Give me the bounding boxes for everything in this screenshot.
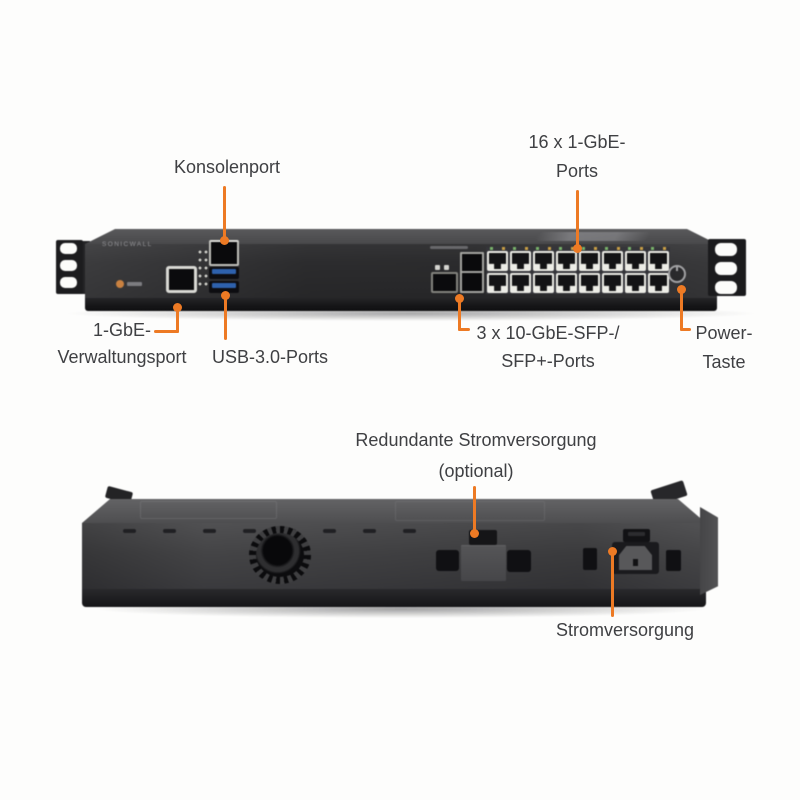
vent-dash bbox=[363, 529, 376, 533]
ear-hole bbox=[60, 260, 77, 271]
power-inlet-c14 bbox=[612, 542, 659, 574]
callout-line-power-v bbox=[680, 290, 683, 331]
callout-line-mgmt-h bbox=[154, 330, 179, 333]
ear-hole bbox=[715, 243, 737, 256]
callout-line-mgmt-v bbox=[176, 307, 179, 333]
callout-label-redundant-line1: Redundante Stromversorgung bbox=[355, 430, 597, 450]
callout-dot-psu bbox=[608, 547, 617, 556]
callout-dot-redundant bbox=[470, 529, 479, 538]
cooling-fan bbox=[249, 526, 311, 584]
gbe-port bbox=[487, 251, 508, 271]
callout-line-usb bbox=[224, 296, 227, 340]
gbe-port bbox=[556, 273, 577, 293]
vent-dash bbox=[203, 529, 216, 533]
callout-line-16x1gbe bbox=[576, 190, 579, 250]
psu-bay-seam bbox=[395, 501, 545, 521]
power-button bbox=[668, 265, 686, 283]
rear-top-face bbox=[82, 499, 706, 523]
sfp-led bbox=[435, 265, 440, 270]
vent-dash bbox=[123, 529, 136, 533]
inlet-slot bbox=[666, 550, 681, 571]
ear-hole bbox=[715, 281, 737, 294]
ear-hole bbox=[60, 277, 77, 288]
usb-port bbox=[209, 267, 239, 279]
callout-label-redundant-line2: (optional) bbox=[438, 461, 514, 481]
vent-dash bbox=[403, 529, 416, 533]
lid-seam bbox=[140, 501, 277, 519]
gbe-port bbox=[510, 273, 531, 293]
callout-dot-power bbox=[677, 285, 686, 294]
callout-line-power-h bbox=[680, 328, 691, 331]
usb-port bbox=[209, 281, 239, 293]
callout-label-power-line1: Power- bbox=[695, 323, 753, 343]
callout-line-konsolenport bbox=[223, 186, 226, 243]
ear-hole bbox=[715, 262, 737, 275]
callout-dot-konsolenport bbox=[220, 236, 229, 245]
sfp-led bbox=[444, 265, 449, 270]
callout-label-power-line2: Taste bbox=[702, 352, 746, 372]
usb-3-ports bbox=[209, 267, 239, 293]
psu-cutout bbox=[507, 550, 531, 572]
callout-label-usb: USB-3.0-Ports bbox=[212, 347, 329, 367]
model-print bbox=[430, 246, 468, 249]
callout-label-sfp-line2: SFP+-Ports bbox=[501, 351, 595, 371]
callout-dot-16x1gbe bbox=[573, 244, 582, 253]
ear-hole bbox=[60, 243, 77, 254]
rear-face bbox=[82, 523, 706, 589]
gbe-port bbox=[510, 251, 531, 271]
status-led-grid bbox=[196, 247, 208, 288]
inlet-slot bbox=[583, 548, 597, 570]
psu-cutout bbox=[436, 550, 459, 571]
rear-bottom-edge bbox=[82, 589, 706, 607]
callout-label-psu: Stromversorgung bbox=[555, 620, 695, 640]
gbe-port-grid bbox=[487, 251, 669, 293]
gbe-port-block bbox=[486, 247, 670, 294]
vent-dash bbox=[163, 529, 176, 533]
callout-label-mgmt-line2: Verwaltungsport bbox=[57, 347, 187, 367]
power-switch bbox=[623, 529, 650, 542]
gbe-port bbox=[579, 273, 600, 293]
gbe-port bbox=[602, 273, 623, 293]
callout-label-16x1gbe-line2: Ports bbox=[555, 161, 599, 181]
callout-label-redundant-psu: Redundante Stromversorgung (optional) bbox=[355, 425, 596, 487]
chassis-bottom-edge bbox=[85, 298, 717, 311]
gbe-port bbox=[487, 273, 508, 293]
redundant-psu-slot bbox=[461, 545, 506, 581]
callout-line-sfp-v bbox=[458, 298, 461, 331]
gbe-port bbox=[648, 251, 669, 271]
rack-ear-left bbox=[56, 240, 83, 294]
callout-label-mgmt: 1-GbE- Verwaltungsport bbox=[52, 317, 192, 371]
callout-line-psu bbox=[611, 552, 614, 617]
gbe-port bbox=[625, 251, 646, 271]
callout-label-16x1gbe-line1: 16 x 1-GbE- bbox=[528, 132, 626, 152]
callout-label-power: Power- Taste bbox=[695, 319, 752, 377]
sfp-plus-cage bbox=[460, 252, 484, 293]
management-port-rj45 bbox=[166, 266, 197, 293]
gbe-port bbox=[533, 251, 554, 271]
brand-logo-text bbox=[127, 282, 142, 286]
gbe-port bbox=[533, 273, 554, 293]
callout-label-16x1gbe: 16 x 1-GbE- Ports bbox=[528, 128, 625, 186]
gbe-port bbox=[579, 251, 600, 271]
gbe-port bbox=[648, 273, 669, 293]
vent-dash bbox=[243, 529, 256, 533]
brand-text: SONICWALL bbox=[102, 241, 153, 248]
callout-label-konsolenport: Konsolenport bbox=[173, 157, 281, 177]
gbe-port bbox=[556, 251, 577, 271]
callout-dot-usb bbox=[221, 291, 230, 300]
callout-label-mgmt-line1: 1-GbE- bbox=[92, 320, 152, 340]
vent-dash bbox=[323, 529, 336, 533]
rear-side-face bbox=[700, 507, 718, 595]
callout-line-sfp-h bbox=[458, 328, 470, 331]
brand-logo-icon bbox=[116, 280, 124, 288]
callout-line-redundant bbox=[473, 486, 476, 536]
callout-label-sfp-line1: 3 x 10-GbE-SFP-/ bbox=[476, 323, 620, 343]
callout-label-sfp: 3 x 10-GbE-SFP-/ SFP+-Ports bbox=[476, 319, 619, 375]
sfp-port bbox=[431, 272, 458, 293]
gbe-port bbox=[602, 251, 623, 271]
gbe-port bbox=[625, 273, 646, 293]
rack-ear-right bbox=[708, 239, 746, 296]
